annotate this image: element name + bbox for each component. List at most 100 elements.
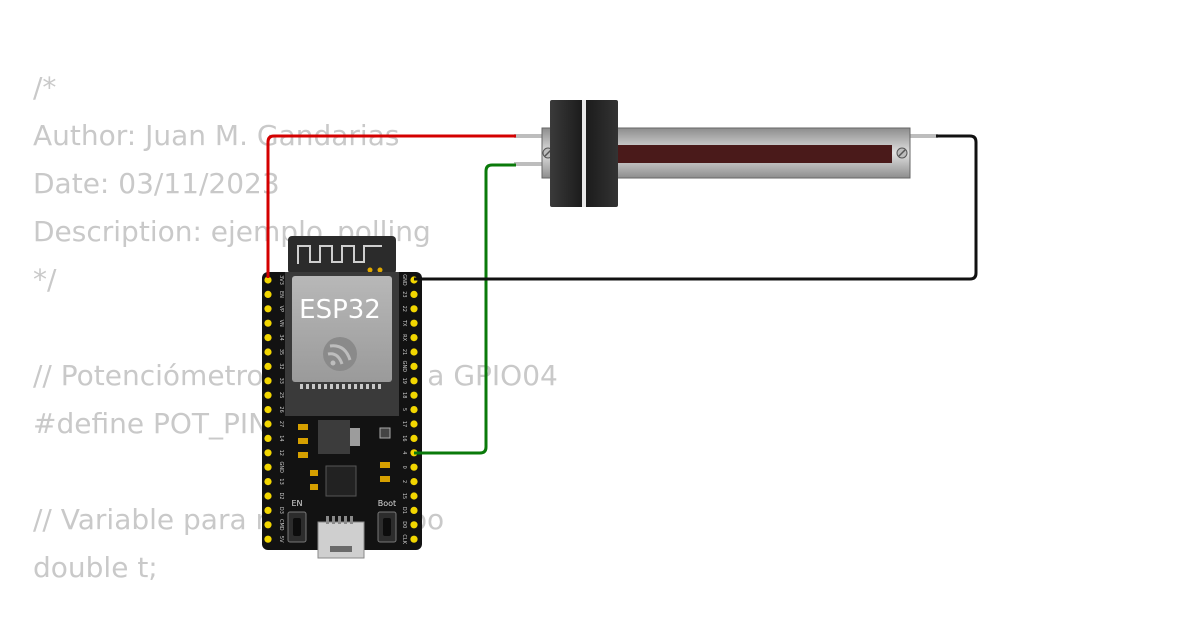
left-pin[interactable] xyxy=(264,420,272,428)
right-pin-label: D1 xyxy=(401,507,407,514)
right-pin-label: 22 xyxy=(401,306,407,312)
capacitor xyxy=(298,438,308,444)
right-pin[interactable] xyxy=(410,420,418,428)
left-pin-label: 14 xyxy=(278,435,284,441)
code-line: /* xyxy=(33,71,57,104)
right-pin[interactable] xyxy=(410,290,418,298)
left-pin-label: VN xyxy=(278,320,284,327)
pot-left-pin-vcc xyxy=(514,134,544,138)
right-pin[interactable] xyxy=(410,391,418,399)
left-pin[interactable] xyxy=(264,463,272,471)
left-pin-label: 27 xyxy=(278,421,284,427)
boot-button-cap xyxy=(383,518,391,536)
regulator-tab xyxy=(350,428,360,446)
right-pin[interactable] xyxy=(410,305,418,313)
left-pin-label: 32 xyxy=(278,363,284,369)
right-pin[interactable] xyxy=(410,521,418,529)
left-pin[interactable] xyxy=(264,521,272,529)
left-pin[interactable] xyxy=(264,276,272,284)
left-pin[interactable] xyxy=(264,434,272,442)
wire-vcc xyxy=(266,134,516,278)
left-pin[interactable] xyxy=(264,362,272,370)
antenna-pad xyxy=(377,267,383,273)
right-pin-label: 2 xyxy=(401,480,407,483)
micro-usb-slot xyxy=(330,546,352,552)
pot-track xyxy=(604,145,892,163)
screw-icon xyxy=(896,147,908,159)
en-button-cap xyxy=(293,518,301,536)
right-pin[interactable] xyxy=(410,319,418,327)
right-pin-label: 21 xyxy=(401,349,407,355)
left-pin-label: 13 xyxy=(278,478,284,484)
right-pin-label: GND xyxy=(401,361,407,373)
left-pin[interactable] xyxy=(264,391,272,399)
left-pin[interactable] xyxy=(264,319,272,327)
left-pin[interactable] xyxy=(264,535,272,543)
left-pin-label: EN xyxy=(278,291,284,298)
pot-slider-knob[interactable] xyxy=(550,100,618,207)
espressif-logo-icon xyxy=(323,337,357,371)
right-pin[interactable] xyxy=(410,506,418,514)
left-pin[interactable] xyxy=(264,377,272,385)
left-pin-label: 33 xyxy=(278,378,284,384)
left-pin-label: 34 xyxy=(278,334,284,340)
left-pin[interactable] xyxy=(264,492,272,500)
left-pin[interactable] xyxy=(264,406,272,414)
left-pin-label: 25 xyxy=(278,392,284,398)
pot-left-pin-sig xyxy=(514,162,544,166)
wire-signal xyxy=(414,163,516,455)
left-pin[interactable] xyxy=(264,334,272,342)
left-pin-label: 35 xyxy=(278,349,284,355)
left-pin-label: CMD xyxy=(278,519,284,531)
capacitor xyxy=(298,424,308,430)
right-pin[interactable] xyxy=(410,362,418,370)
capacitor xyxy=(298,452,308,458)
left-pin[interactable] xyxy=(264,449,272,457)
left-pin[interactable] xyxy=(264,290,272,298)
right-pin[interactable] xyxy=(410,535,418,543)
right-pin[interactable] xyxy=(410,492,418,500)
en-label: EN xyxy=(291,499,302,508)
boot-label: Boot xyxy=(378,499,396,508)
right-pin-label: 15 xyxy=(401,493,407,499)
capacitor xyxy=(380,476,390,482)
left-pin-label: VP xyxy=(278,306,284,312)
module-castellations xyxy=(300,384,381,389)
right-pin-label: RX xyxy=(401,334,407,341)
right-pin[interactable] xyxy=(410,334,418,342)
right-pin[interactable] xyxy=(410,406,418,414)
right-pin[interactable] xyxy=(410,434,418,442)
right-pin-label: 16 xyxy=(401,435,407,441)
usb-uart-chip xyxy=(325,465,357,497)
left-pin[interactable] xyxy=(264,478,272,486)
right-pin[interactable] xyxy=(410,348,418,356)
right-pin[interactable] xyxy=(410,463,418,471)
capacitor xyxy=(310,470,318,476)
right-pin-label: 17 xyxy=(401,421,407,427)
capacitor xyxy=(310,484,318,490)
left-pin-label: 5V xyxy=(278,536,284,543)
right-pin-label: 18 xyxy=(401,392,407,398)
pot-right-pin-gnd xyxy=(908,134,938,138)
usb-contacts xyxy=(326,516,353,524)
left-pin-label: 12 xyxy=(278,450,284,456)
right-pin[interactable] xyxy=(410,377,418,385)
left-pin-label: GND xyxy=(278,461,284,473)
right-pin-label: 23 xyxy=(401,291,407,297)
left-pin[interactable] xyxy=(264,506,272,514)
slide-potentiometer[interactable] xyxy=(514,100,938,207)
capacitor xyxy=(379,427,391,439)
right-pin-label: 5 xyxy=(401,408,407,411)
right-pin-label: GND xyxy=(401,274,407,286)
left-pin[interactable] xyxy=(264,305,272,313)
capacitor xyxy=(380,462,390,468)
esp32-board[interactable]: ESP32 EN Boot xyxy=(262,236,422,559)
right-pin-label: 19 xyxy=(401,378,407,384)
right-pin[interactable] xyxy=(410,478,418,486)
code-line: */ xyxy=(33,263,57,296)
right-pin-label: TX xyxy=(401,319,407,327)
chip-shield xyxy=(292,276,392,382)
left-pin[interactable] xyxy=(264,348,272,356)
